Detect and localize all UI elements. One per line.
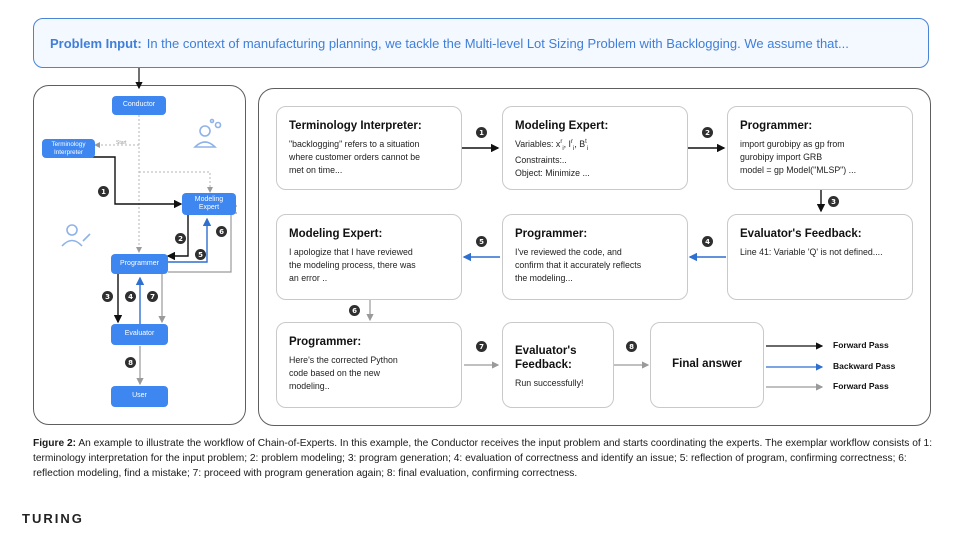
right-badge-3: 3: [828, 196, 839, 207]
card-evaluator-feedback-1: Evaluator's Feedback: Line 41: Variable …: [727, 214, 913, 300]
variables-prefix: Variables: x: [515, 138, 561, 149]
card-line: Line 41: Variable 'Q' is not defined....: [740, 246, 883, 257]
right-badge-8: 8: [626, 341, 637, 352]
card-line: an error ..: [289, 273, 328, 284]
card-title: Modeling Expert:: [515, 120, 609, 132]
card-line: import gurobipy as gp from: [740, 138, 845, 149]
left-step1-arrow: [70, 156, 183, 209]
modeling-expert-node: Modeling Expert: [182, 193, 236, 215]
card-line: the modeling...: [515, 273, 573, 284]
card-title: Programmer:: [289, 336, 362, 348]
card-title: Programmer:: [740, 120, 813, 132]
problem-input-text: In the context of manufacturing planning…: [146, 35, 849, 51]
card-title: Evaluator's Feedback:: [515, 345, 577, 371]
problem-input-banner: Problem Input: In the context of manufac…: [33, 18, 929, 68]
right-badge-2: 2: [702, 127, 713, 138]
left-step5-arrow: [168, 217, 212, 263]
left-badge-8: 8: [125, 357, 136, 368]
card-title: Terminology Interpreter:: [289, 120, 422, 132]
evaluator-node: Evaluator: [111, 324, 168, 345]
card-line: code based on the new: [289, 367, 380, 378]
turing-logo: TURING: [22, 511, 84, 526]
legend-label-forward-pass-black: Forward Pass: [833, 340, 889, 350]
card-programmer-3: Programmer: Here's the corrected Python …: [276, 322, 462, 408]
card-evaluator-feedback-2: Evaluator's Feedback: Run successfully!: [502, 322, 614, 408]
left-badge-2: 2: [175, 233, 186, 244]
user-node: User: [111, 386, 168, 407]
card-programmer-2: Programmer: I've reviewed the code, and …: [502, 214, 688, 300]
left-step2-arrow: [166, 215, 189, 261]
card-modeling-expert-1: Modeling Expert: Variables: xri, Iri, Bt…: [502, 106, 688, 190]
card-line: Constraints:..: [515, 154, 567, 165]
card-line: Here's the corrected Python: [289, 354, 398, 365]
right-badge-6: 6: [349, 305, 360, 316]
right-badge-5: 5: [476, 236, 487, 247]
conductor-to-modeling-dashed: [139, 171, 213, 193]
card-line: modeling..: [289, 381, 330, 392]
card-title: Modeling Expert:: [289, 228, 383, 240]
card-line: I've reviewed the code, and: [515, 246, 622, 257]
problem-input-label: Problem Input:: [50, 35, 142, 51]
card-line: met on time...: [289, 165, 343, 176]
left-badge-1: 1: [98, 186, 109, 197]
card-line: model = gp Model("MLSP") ...: [740, 165, 857, 176]
user-edit-icon: [61, 224, 91, 247]
legend-label-backward-pass: Backward Pass: [833, 361, 896, 371]
card-title: Evaluator's Feedback:: [740, 228, 862, 240]
conductor-node: Conductor: [112, 96, 166, 115]
legend-label-forward-pass-gray: Forward Pass: [833, 381, 889, 391]
card-line: "backlogging" refers to a situation: [289, 138, 420, 149]
card-line: I apologize that I have reviewed: [289, 246, 413, 257]
programmer-node: Programmer: [111, 254, 168, 274]
left-badge-4: 4: [125, 291, 136, 302]
terminology-interpreter-node: Terminology Interpreter: [42, 139, 95, 158]
card-line: Object: Minimize ...: [515, 167, 590, 178]
right-badge-1: 1: [476, 127, 487, 138]
card-title: Programmer:: [515, 228, 588, 240]
left-badge-3: 3: [102, 291, 113, 302]
card-modeling-expert-2: Modeling Expert: I apologize that I have…: [276, 214, 462, 300]
start-small-label: Start: [116, 140, 127, 146]
card-line: the modeling process, there was: [289, 259, 416, 270]
figure-caption: Figure 2: An example to illustrate the w…: [33, 437, 933, 481]
caption-text: An example to illustrate the workflow of…: [33, 438, 933, 479]
card-final-answer: Final answer: [650, 322, 764, 408]
caption-label: Figure 2:: [33, 438, 77, 449]
card-line: Run successfully!: [515, 377, 584, 388]
left-badge-6: 6: [216, 226, 227, 237]
right-badge-4: 4: [702, 236, 713, 247]
card-line: Variables: xri, Iri, Bti: [515, 138, 589, 152]
left-badge-7: 7: [147, 291, 158, 302]
final-answer-title: Final answer: [672, 358, 742, 371]
conductor-person-icon: [193, 118, 222, 148]
card-terminology-interpreter: Terminology Interpreter: "backlogging" r…: [276, 106, 462, 190]
card-line: where customer orders cannot be: [289, 151, 421, 162]
left-badge-5: 5: [195, 249, 206, 260]
card-line: gurobipy import GRB: [740, 151, 823, 162]
card-line: confirm that it accurately reflects: [515, 259, 642, 270]
right-badge-7: 7: [476, 341, 487, 352]
card-programmer-1: Programmer: import gurobipy as gp from g…: [727, 106, 913, 190]
